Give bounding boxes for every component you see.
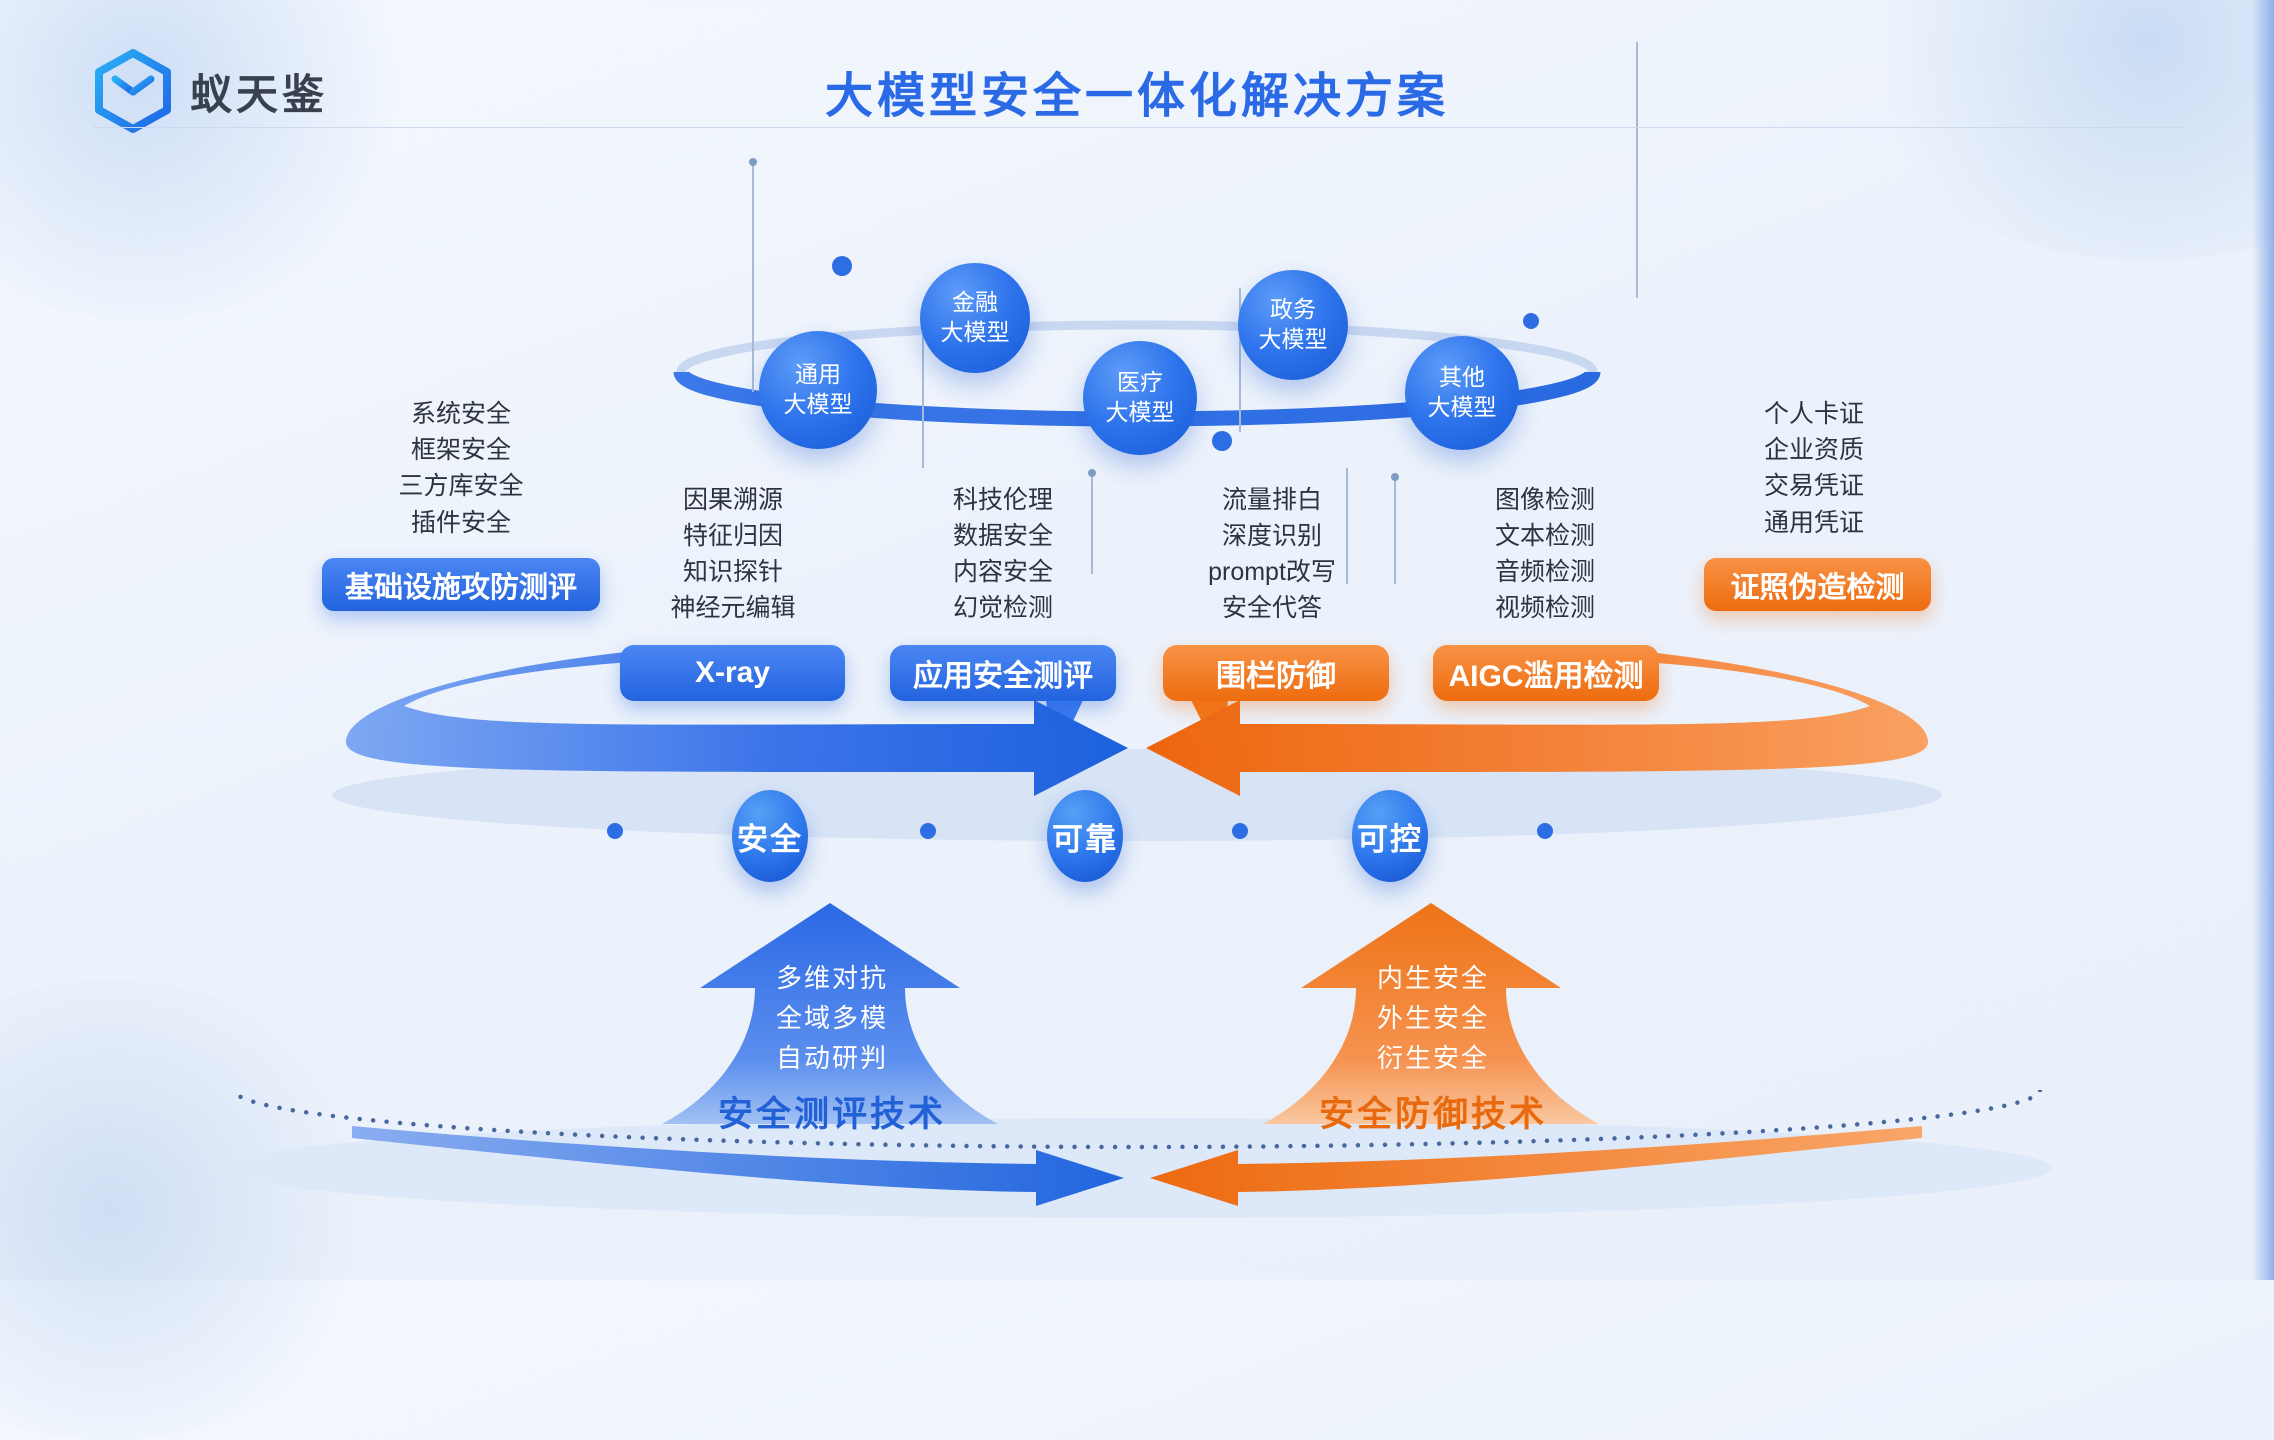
model-bubble-medical: 医疗 大模型 [1083,341,1197,455]
defense-arrow-item: 衍生安全 [1376,1043,1490,1073]
principle-circle-reliable: 可靠 [1047,790,1123,882]
left-list-item: 框架安全 [410,436,512,464]
column4-item: 图像检测 [1494,486,1596,514]
brand-logo: 蚁天鉴 [92,48,328,134]
button-aigc-abuse-detection: AIGC滥用检测 [1433,645,1659,701]
column3-item: 安全代答 [1221,594,1323,622]
eval-arrow-item: 自动研判 [775,1043,889,1073]
defense-arrow-item: 外生安全 [1376,1003,1490,1033]
column1-item: 神经元编辑 [670,594,796,622]
left-badge: 基础设施攻防测评 [322,558,600,611]
eval-arrow-item: 全域多模 [775,1003,889,1033]
brand-name: 蚁天鉴 [190,70,329,118]
page-title: 大模型安全一体化解决方案 [824,70,1450,123]
bottom-arrow-blue [352,1126,1124,1206]
model-label-line: 其他 [1439,364,1485,391]
background-edge-strip [2252,0,2274,1280]
left-list-item: 系统安全 [410,400,512,428]
model-label-line: 通用 [795,361,841,388]
column2-item: 幻觉检测 [952,594,1054,622]
model-label-line: 大模型 [783,391,853,417]
column4-item: 视频检测 [1494,594,1596,622]
up-arrow-blue [662,903,998,1124]
middle-arrow-blue [346,646,1128,796]
model-label-line: 医疗 [1117,369,1163,396]
floating-dots [832,256,1539,451]
model-label-line: 大模型 [940,319,1010,345]
header-divider [92,127,2184,128]
model-label-line: 大模型 [1427,394,1497,420]
column4-item: 文本检测 [1494,522,1596,550]
column3-item: 深度识别 [1221,522,1323,550]
diagram-artwork [222,42,2052,1218]
decor-line-tips [749,158,1399,481]
defense-tech-label: 安全防御技术 [1318,1095,1548,1134]
bottom-light-band [222,1118,2052,1218]
principle-circle-controllable: 可控 [1352,790,1428,882]
shield-hexagon-icon [95,49,171,133]
column1-item: 知识探针 [682,558,784,586]
decor-lines [752,42,1638,584]
right-badge: 证照伪造检测 [1704,558,1931,611]
eval-arrow-item: 多维对抗 [775,963,889,993]
bottom-arrow-orange [1150,1126,1922,1206]
column2-item: 数据安全 [952,522,1054,550]
left-list-item: 三方库安全 [398,472,524,500]
column3-item: prompt改写 [1208,558,1336,586]
model-label-line: 政务 [1270,296,1316,323]
left-list-item: 插件安全 [410,509,512,537]
column1-item: 因果溯源 [682,486,784,514]
column2-item: 科技伦理 [952,486,1054,514]
column2-item: 内容安全 [952,558,1054,586]
right-list-item: 交易凭证 [1763,472,1865,500]
principle-row-dots [607,823,1553,839]
model-bubble-government: 政务 大模型 [1238,270,1348,380]
column3-item: 流量排白 [1221,486,1323,514]
model-label-line: 金融 [952,289,998,316]
model-bubble-finance: 金融 大模型 [920,263,1030,373]
up-arrow-orange [1263,903,1599,1124]
right-list-item: 通用凭证 [1763,509,1865,537]
right-list-item: 个人卡证 [1763,400,1865,428]
model-label-line: 大模型 [1105,399,1175,425]
right-list-item: 企业资质 [1763,436,1865,464]
button-xray: X-ray [620,645,845,701]
model-bubble-other: 其他 大模型 [1405,336,1519,450]
button-app-security-eval: 应用安全测评 [890,645,1116,701]
column1-item: 特征归因 [682,522,784,550]
model-label-line: 大模型 [1258,326,1328,352]
principle-circle-safe: 安全 [732,790,808,882]
column4-item: 音频检测 [1494,558,1596,586]
button-guardrail-defense: 围栏防御 [1163,645,1389,701]
eval-tech-label: 安全测评技术 [717,1095,947,1134]
middle-arrow-orange [1146,646,1928,796]
defense-arrow-item: 内生安全 [1376,963,1490,993]
model-bubble-general: 通用 大模型 [759,331,877,449]
